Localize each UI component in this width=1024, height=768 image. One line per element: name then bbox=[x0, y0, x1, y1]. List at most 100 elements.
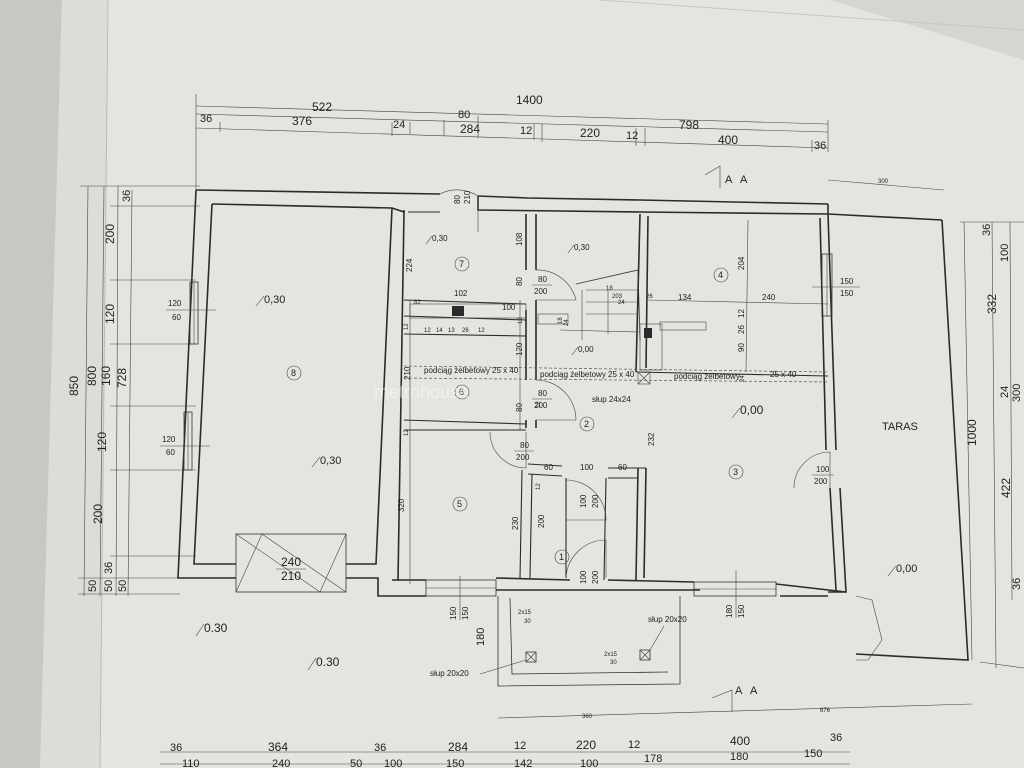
room-1-number: 1 bbox=[559, 552, 564, 562]
win8b-h: 60 bbox=[166, 448, 175, 457]
misc-12-a: 12 bbox=[404, 323, 410, 330]
garage-h: 210 bbox=[281, 569, 301, 583]
section-mark-top-2: A bbox=[740, 174, 748, 186]
dim-36-left-b: 36 bbox=[103, 562, 115, 574]
dim-798: 798 bbox=[679, 118, 699, 132]
level-outside-1: 0.30 bbox=[204, 621, 228, 635]
r4-134: 134 bbox=[678, 293, 692, 302]
column-label-2: słup 20x20 bbox=[648, 615, 687, 624]
dim-36-a: 36 bbox=[200, 113, 212, 125]
r7-224: 224 bbox=[405, 258, 414, 272]
r6-210: 210 bbox=[403, 366, 412, 380]
level-room3: 0,00 bbox=[740, 403, 764, 417]
dim-300-taras: 300 bbox=[878, 179, 889, 185]
door-entry-h: 210 bbox=[463, 190, 472, 204]
win-r3-w: 180 bbox=[725, 604, 734, 618]
dim-300-right: 300 bbox=[1011, 384, 1023, 402]
level-room8-top: 0,30 bbox=[264, 294, 285, 306]
level-room7: 0,30 bbox=[432, 234, 448, 243]
step-30-b: 30 bbox=[610, 660, 617, 666]
door-r3-h: 200 bbox=[814, 477, 828, 486]
dim-b-364: 364 bbox=[268, 740, 288, 754]
misc-24-b: 24 bbox=[564, 319, 570, 326]
entry-steps: 2x15 30 2x15 30 180 bbox=[475, 610, 618, 666]
misc-12-b: 12 bbox=[404, 429, 410, 436]
dim-36-b: 36 bbox=[814, 140, 826, 152]
r1-200: 200 bbox=[537, 514, 546, 528]
dim-b-100: 100 bbox=[384, 758, 402, 768]
r3-232: 232 bbox=[647, 432, 656, 446]
dim-120-left-b: 120 bbox=[95, 432, 109, 452]
dim-24-right: 24 bbox=[999, 386, 1011, 398]
r1-60-b: 60 bbox=[618, 463, 627, 472]
door-entry-w: 80 bbox=[453, 195, 462, 204]
step-2x15-a: 2x15 bbox=[518, 610, 532, 616]
r5-320: 320 bbox=[397, 498, 406, 512]
step-30-a: 30 bbox=[524, 619, 531, 625]
level-outside-2: 0.30 bbox=[316, 655, 340, 669]
paper-fold-left-2 bbox=[40, 0, 108, 768]
room-4-number: 4 bbox=[718, 270, 723, 280]
columns: słup 24x24 słup 20x20 słup 20x20 bbox=[430, 395, 687, 678]
opening-labels: 120 60 120 60 240 210 80 210 80 200 80 2… bbox=[160, 190, 860, 620]
r7-26: 26 bbox=[646, 294, 653, 300]
r7-82: 82 bbox=[414, 300, 421, 306]
chimney-blocks bbox=[409, 303, 707, 385]
door-r7-h: 200 bbox=[534, 287, 548, 296]
dim-b-676: 676 bbox=[820, 708, 831, 714]
dim-b-400: 400 bbox=[730, 734, 750, 748]
dim-overall-top: 1400 bbox=[516, 93, 543, 107]
section-mark-bot-2: A bbox=[750, 685, 758, 697]
door-r7-w: 80 bbox=[538, 275, 547, 284]
watermark: metrohouse bbox=[374, 382, 469, 402]
r1-100: 100 bbox=[580, 463, 594, 472]
dim-100-right: 100 bbox=[999, 244, 1011, 262]
dim-50-b: 50 bbox=[103, 580, 115, 592]
dim-b-36-c: 36 bbox=[830, 732, 842, 744]
door-r1t-h: 200 bbox=[591, 494, 600, 508]
r1-230: 230 bbox=[511, 516, 520, 530]
dim-24-a: 24 bbox=[393, 119, 405, 131]
win8t-h: 60 bbox=[172, 313, 181, 322]
dim-b-12-a: 12 bbox=[514, 740, 526, 752]
garage-w: 240 bbox=[281, 555, 301, 569]
level-taras: 0,00 bbox=[896, 563, 917, 575]
dim-220: 220 bbox=[580, 126, 600, 140]
dim-400: 400 bbox=[718, 133, 738, 147]
beam-label-1: podciąg żelbetowy 25 x 40 bbox=[424, 366, 519, 375]
dim-376: 376 bbox=[292, 114, 312, 128]
dim-b-110: 110 bbox=[182, 758, 200, 768]
dim-b-36-a: 36 bbox=[170, 742, 182, 754]
level-hall: 0,00 bbox=[578, 345, 594, 354]
r6-80: 80 bbox=[515, 403, 524, 412]
kitchen-26: 26 bbox=[462, 328, 469, 334]
door-r1b-h: 200 bbox=[591, 570, 600, 584]
dim-728: 728 bbox=[115, 368, 129, 388]
paper-fold-top-right bbox=[830, 0, 1024, 60]
left-dimensions: 850 800 50 36 200 120 160 120 200 36 50 … bbox=[67, 185, 200, 597]
dim-b-36-b: 36 bbox=[374, 742, 386, 754]
r4-204: 204 bbox=[737, 256, 746, 270]
misc-12-d: 12 bbox=[536, 401, 542, 408]
r6-120: 120 bbox=[515, 342, 524, 356]
dim-b-240: 240 bbox=[272, 758, 290, 768]
right-dimensions: 1000 36 100 332 24 300 422 36 bbox=[960, 221, 1024, 669]
misc-24-a: 24 bbox=[740, 375, 746, 382]
walls bbox=[177, 189, 969, 687]
dim-800: 800 bbox=[85, 366, 99, 386]
r4-90: 90 bbox=[737, 343, 746, 352]
beams: podciąg żelbetowy 25 x 40 podciąg żelbet… bbox=[403, 365, 829, 383]
stair-24: 24 bbox=[618, 300, 625, 306]
taras-label: TARAS bbox=[882, 421, 918, 433]
dim-b-142: 142 bbox=[514, 758, 532, 768]
door-r5-h: 200 bbox=[516, 453, 530, 462]
door-r5-w: 80 bbox=[520, 441, 529, 450]
r7-100: 100 bbox=[502, 303, 516, 312]
section-marks: A A A A bbox=[704, 165, 758, 712]
dim-b-12-b: 12 bbox=[628, 739, 640, 751]
r7-102: 102 bbox=[454, 289, 468, 298]
dim-120-left-a: 120 bbox=[103, 304, 117, 324]
dim-12-b: 12 bbox=[626, 130, 638, 142]
r7-108: 108 bbox=[515, 232, 524, 246]
win-r4-h: 150 bbox=[840, 289, 854, 298]
